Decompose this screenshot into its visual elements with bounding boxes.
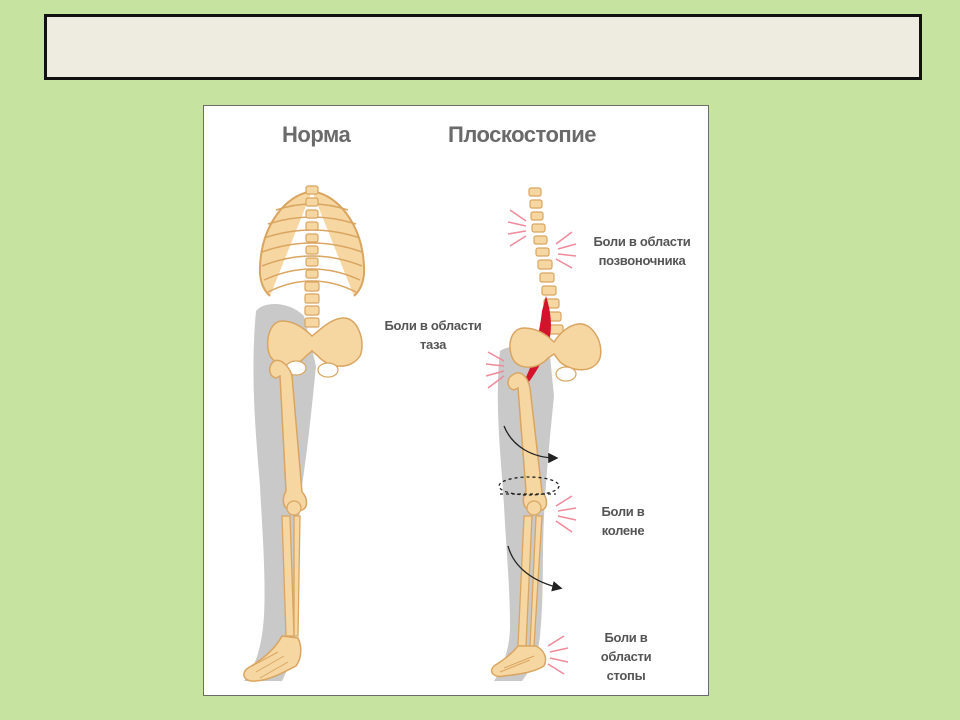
normal-pelvis	[266, 317, 363, 367]
skeleton-illustration	[243, 185, 602, 682]
heading-flatfoot: Плоскостопие	[448, 122, 596, 147]
flatfoot-diagram: Норма Плоскостопие Боли в области позвон…	[203, 105, 709, 696]
slide-title-box	[44, 14, 922, 80]
psoas-muscle	[518, 296, 551, 396]
heading-normal: Норма	[282, 122, 351, 147]
label-foot-pain: Боли в области стопы	[600, 630, 652, 683]
pain-rays-spine-right	[555, 231, 577, 269]
label-pelvis-pain: Боли в области таза	[384, 318, 482, 352]
pain-rays-pelvis	[485, 351, 505, 389]
flatfoot-foot	[490, 645, 547, 678]
pain-rays-knee	[555, 495, 577, 533]
rotation-arrows	[498, 425, 563, 592]
label-knee-pain: Боли в колене	[601, 504, 645, 538]
flatfoot-skeleton	[490, 187, 602, 681]
label-spine-pain: Боли в области позвоночника	[593, 234, 691, 268]
normal-foot	[243, 635, 302, 682]
pain-rays-foot	[547, 635, 569, 675]
pain-rays-spine-left	[507, 209, 527, 247]
flatfoot-leg-silhouette	[494, 345, 554, 681]
normal-spine	[304, 185, 320, 328]
normal-leg-silhouette	[244, 304, 316, 681]
normal-skeleton	[243, 185, 366, 682]
flatfoot-pelvis	[509, 323, 602, 371]
